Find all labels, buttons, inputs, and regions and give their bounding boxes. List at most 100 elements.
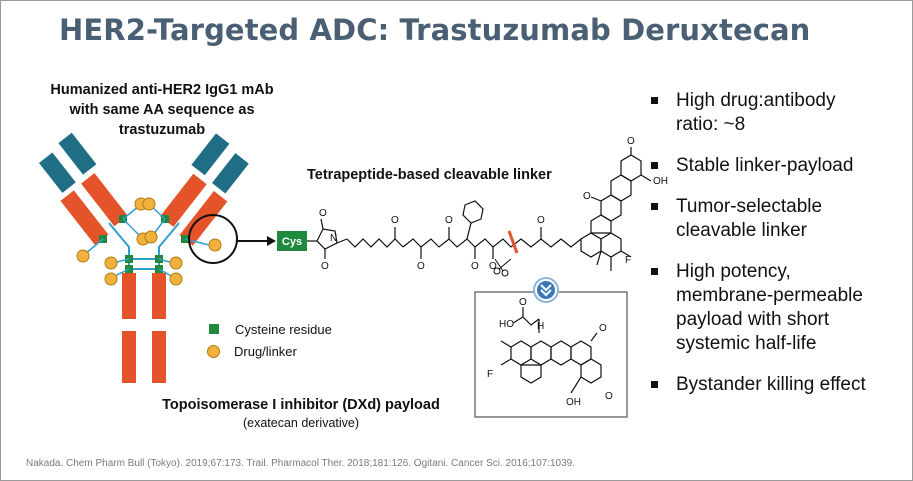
zoom-circle (188, 214, 238, 264)
antibody-label-line3: trastuzumab (118, 122, 206, 138)
bullet-marker (651, 203, 658, 210)
fc-ch2-right (152, 273, 166, 319)
bullet-text: systemic half-life (676, 333, 817, 354)
bullet-item: Bystander killing effect (651, 373, 906, 397)
drug-linker (104, 256, 118, 270)
atom-label: O (321, 261, 329, 272)
atom-label: O (489, 261, 497, 272)
payload-label: Topoisomerase I inhibitor (DXd) payload (162, 397, 440, 413)
atom-label: O (445, 215, 453, 226)
atom-label: O (537, 215, 545, 226)
atom-label: O (417, 261, 425, 272)
legend-label-cysteine: Cysteine residue (235, 321, 332, 337)
fc-region (122, 273, 166, 383)
atom-label: O (605, 391, 613, 402)
bullet-text: Bystander killing effect (676, 374, 866, 395)
drug-linker-payloads (76, 197, 222, 286)
payload-sublabel: (exatecan derivative) (242, 416, 360, 430)
payload-bonds (500, 307, 602, 394)
fc-ch3-left (122, 331, 136, 383)
payload-atom-labels: HO O H F O OH O (487, 297, 613, 408)
cysteine-swatch (209, 324, 219, 334)
bullet-text: High potency, (676, 261, 791, 282)
left-fab-arm (38, 132, 128, 245)
heavy-chain-variable (191, 133, 230, 176)
bullet-text: cleavable linker (676, 220, 807, 241)
bullet-text: Stable linker-payload (676, 155, 854, 176)
atom-label: O (583, 191, 591, 202)
fc-ch3-right (152, 331, 166, 383)
bullet-text: Tumor-selectable (676, 196, 823, 217)
bullet-text: membrane-permeable (676, 285, 863, 306)
legend: Cysteine residue Drug/linker (207, 318, 332, 362)
antibody-label-line1: Humanized anti-HER2 IgG1 mAb (50, 82, 274, 98)
citation: Nakada. Chem Pharm Bull (Tokyo). 2019;67… (26, 458, 576, 469)
legend-label-drug-linker: Drug/linker (234, 343, 297, 359)
bullet-text: ratio: ~8 (676, 114, 746, 135)
legend-item-cysteine: Cysteine residue (207, 318, 332, 340)
drug-linker (104, 272, 118, 286)
drug-linker (208, 238, 222, 252)
scissors-icon (493, 258, 512, 277)
atom-label: N (330, 233, 337, 244)
drug-linker-swatch (207, 344, 220, 358)
bullet-text: payload with short (676, 309, 830, 330)
right-fab-arm (160, 133, 249, 246)
atom-label: O (519, 297, 527, 308)
drug-linker (144, 230, 158, 244)
antibody-illustration (38, 132, 276, 383)
atom-label: OH (653, 176, 668, 187)
atom-label: OH (566, 397, 581, 408)
light-chain-constant (179, 191, 228, 246)
drug-linker (76, 249, 90, 263)
cleavage-site-mark (507, 230, 519, 254)
light-chain-variable (38, 152, 76, 193)
cys-tag-label: Cys (282, 236, 302, 248)
linker-label: Tetrapeptide-based cleavable linker (307, 167, 552, 183)
fc-ch2-left (122, 273, 136, 319)
drug-linker (169, 272, 183, 286)
atom-label: O (599, 323, 607, 334)
linker-structure: Cys (277, 136, 668, 277)
chevron-down-icon (540, 284, 552, 292)
bullet-marker (651, 268, 658, 275)
linker-bonds (307, 147, 652, 271)
antibody-label-line2: with same AA sequence as (69, 102, 255, 118)
heavy-chain-constant (160, 173, 207, 227)
atom-label: O (627, 136, 635, 147)
bullet-item: High potency, membrane-permeable payload… (651, 260, 906, 356)
bullet-item: High drug:antibody ratio: ~8 (651, 89, 906, 137)
antibody-label: Humanized anti-HER2 IgG1 mAb with same A… (33, 80, 291, 140)
cysteine-residue (125, 265, 133, 273)
drug-linker (142, 197, 156, 211)
heavy-chain-constant (81, 173, 128, 227)
bullet-marker (651, 381, 658, 388)
legend-item-drug-linker: Drug/linker (207, 340, 332, 362)
atom-label: F (487, 369, 493, 380)
atom-label: HO (499, 319, 514, 330)
hinge-connectors (108, 222, 180, 279)
chevron-down-icon (540, 289, 552, 297)
zoom-arrow-head (267, 236, 276, 246)
heavy-chain-variable (58, 132, 97, 175)
atom-label: O (471, 261, 479, 272)
drug-linker (169, 256, 183, 270)
atom-label: F (625, 255, 631, 266)
light-chain-variable (211, 153, 249, 194)
atom-label: H (537, 321, 544, 332)
slide-title: HER2-Targeted ADC: Trastuzumab Deruxteca… (59, 13, 811, 47)
payload-structure-box: HO O H F O OH O (474, 277, 628, 418)
atom-label: O (319, 208, 327, 219)
linker-atom-labels: O O N O O O O O O O OH O F (319, 136, 668, 272)
bullet-text: High drug:antibody (676, 90, 836, 111)
bullet-item: Tumor-selectable cleavable linker (651, 195, 906, 243)
feature-bullet-list: High drug:antibody ratio: ~8 Stable link… (651, 89, 906, 414)
bullet-marker (651, 97, 658, 104)
cys-tag (277, 231, 307, 251)
atom-label: O (391, 215, 399, 226)
bullet-item: Stable linker-payload (651, 154, 906, 178)
bullet-marker (651, 162, 658, 169)
light-chain-constant (60, 190, 109, 245)
